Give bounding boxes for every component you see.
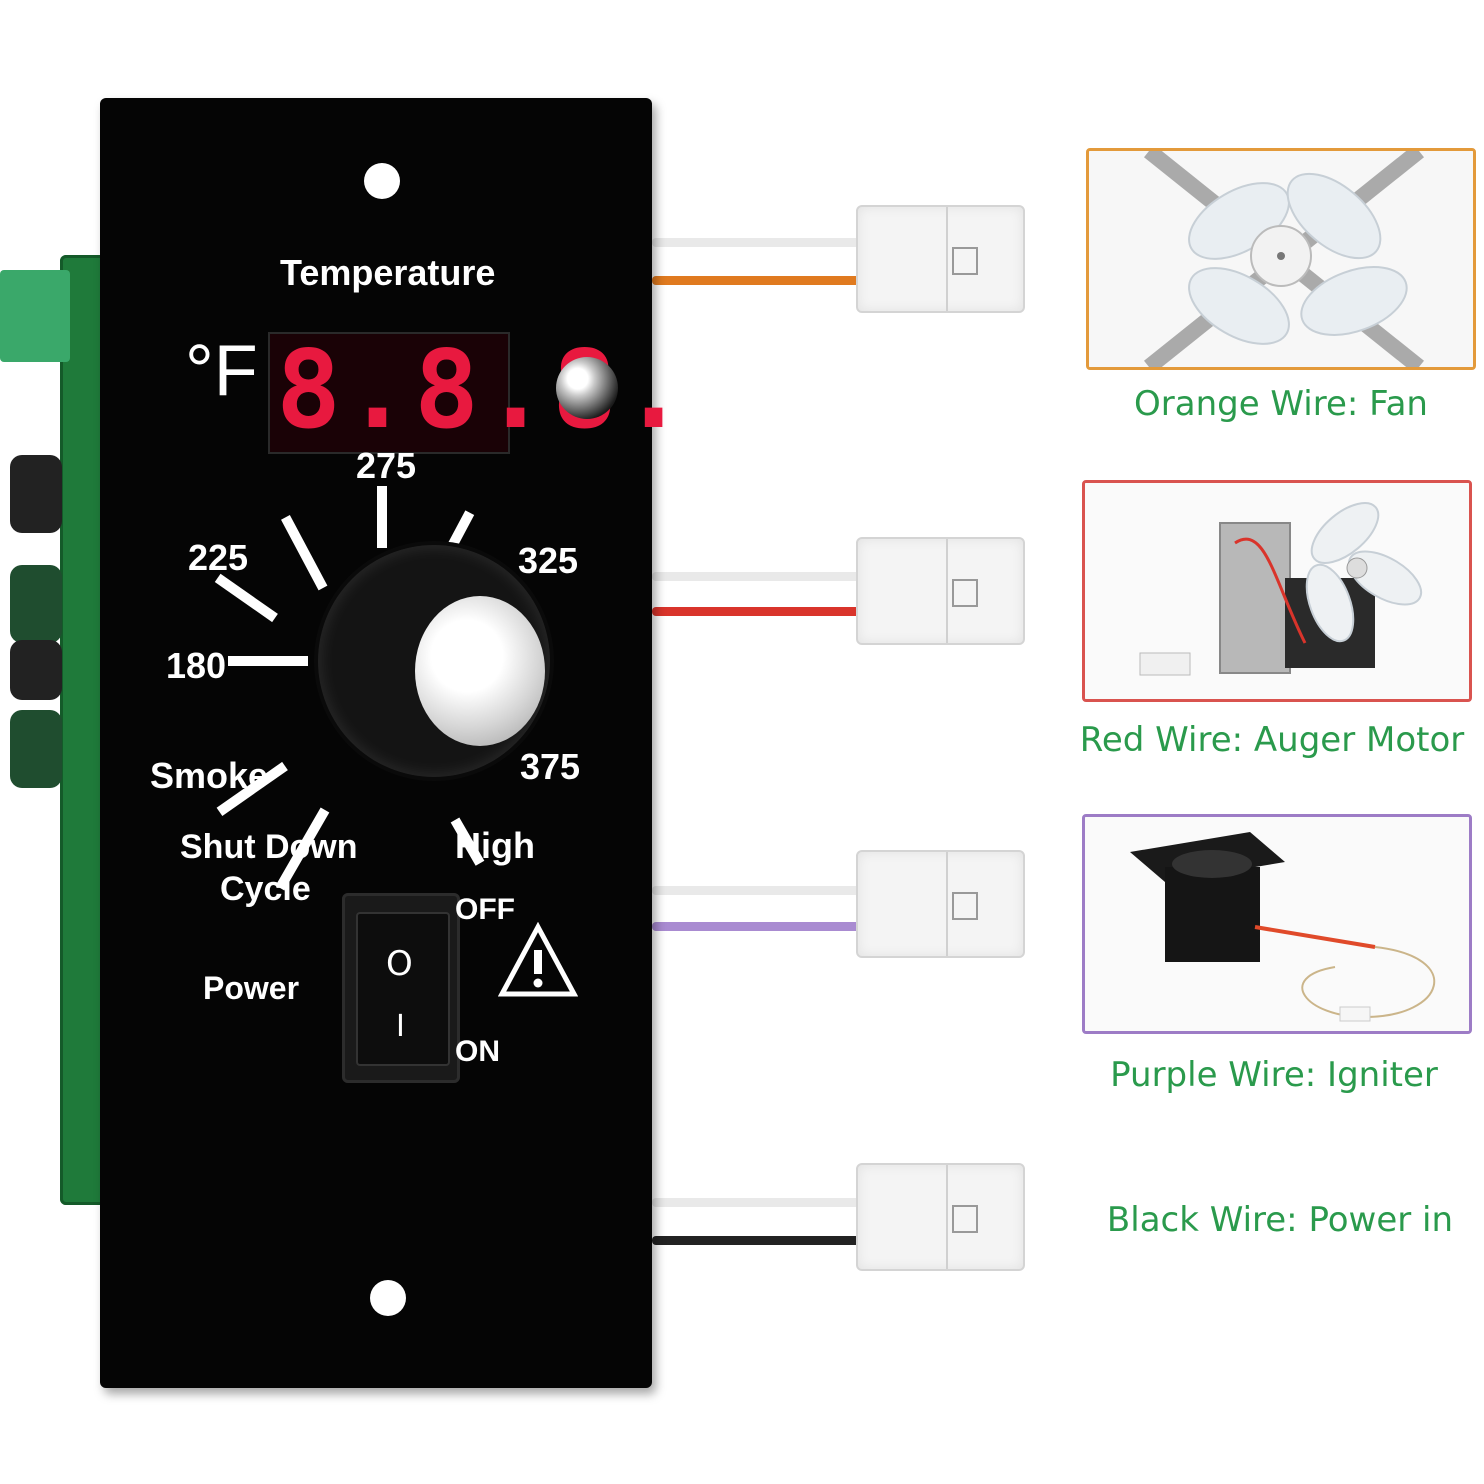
dial-label-cycle: Cycle — [220, 870, 311, 908]
mounting-hole — [364, 163, 400, 199]
fan-icon — [1089, 151, 1473, 367]
dial-label-smoke: Smoke — [150, 755, 269, 796]
power-switch[interactable]: O I — [356, 912, 450, 1066]
temperature-display — [268, 332, 510, 454]
off-label: OFF — [455, 893, 515, 926]
white-wire — [652, 1198, 862, 1207]
dial-label-375: 375 — [520, 746, 581, 787]
capacitor — [10, 455, 62, 533]
white-wire — [652, 886, 862, 895]
caption-orange-wire: Orange Wire: Fan — [1134, 384, 1428, 424]
dial-label-325: 325 — [518, 540, 579, 581]
display-digits: 8.8.8. — [276, 328, 691, 453]
igniter-image — [1082, 814, 1472, 1034]
igniter-icon — [1085, 817, 1469, 1031]
mounting-hole — [370, 1280, 406, 1316]
power-label: Power — [203, 970, 300, 1006]
wire-connector — [856, 1163, 1025, 1271]
warning-icon — [498, 922, 578, 997]
black-wire — [652, 1236, 862, 1245]
capacitor — [10, 565, 62, 643]
terminal-block — [0, 270, 70, 362]
dial-tick — [228, 656, 308, 666]
caption-red-wire: Red Wire: Auger Motor — [1079, 720, 1465, 760]
caption-black-wire: Black Wire: Power in — [1106, 1200, 1454, 1240]
capacitor — [10, 710, 62, 788]
dial-label-180: 180 — [166, 645, 227, 686]
wire-connector — [856, 537, 1025, 645]
auger-motor-icon — [1085, 483, 1469, 699]
dial-label-275: 275 — [356, 445, 417, 486]
dial-label-225: 225 — [188, 537, 249, 578]
caption-purple-wire: Purple Wire: Igniter — [1110, 1055, 1438, 1095]
auger-motor-image — [1082, 480, 1472, 702]
orange-wire — [652, 276, 862, 285]
dial-tick — [377, 486, 387, 548]
switch-on-symbol: I — [396, 1009, 405, 1044]
white-wire — [652, 238, 862, 247]
temperature-label: Temperature — [280, 252, 496, 293]
knob-cap[interactable] — [415, 596, 545, 746]
switch-off-symbol: O — [386, 944, 413, 984]
on-label: ON — [455, 1035, 500, 1068]
purple-wire — [652, 922, 862, 931]
dial-label-high: High — [455, 825, 535, 866]
capacitor — [10, 640, 62, 700]
wire-connector — [856, 205, 1025, 313]
red-wire — [652, 607, 862, 616]
indicator-led — [556, 357, 618, 419]
wire-connector — [856, 850, 1025, 958]
white-wire — [652, 572, 862, 581]
fan-image — [1086, 148, 1476, 370]
unit-label: °F — [185, 331, 258, 411]
dial-label-shutdown: Shut Down — [180, 828, 358, 866]
